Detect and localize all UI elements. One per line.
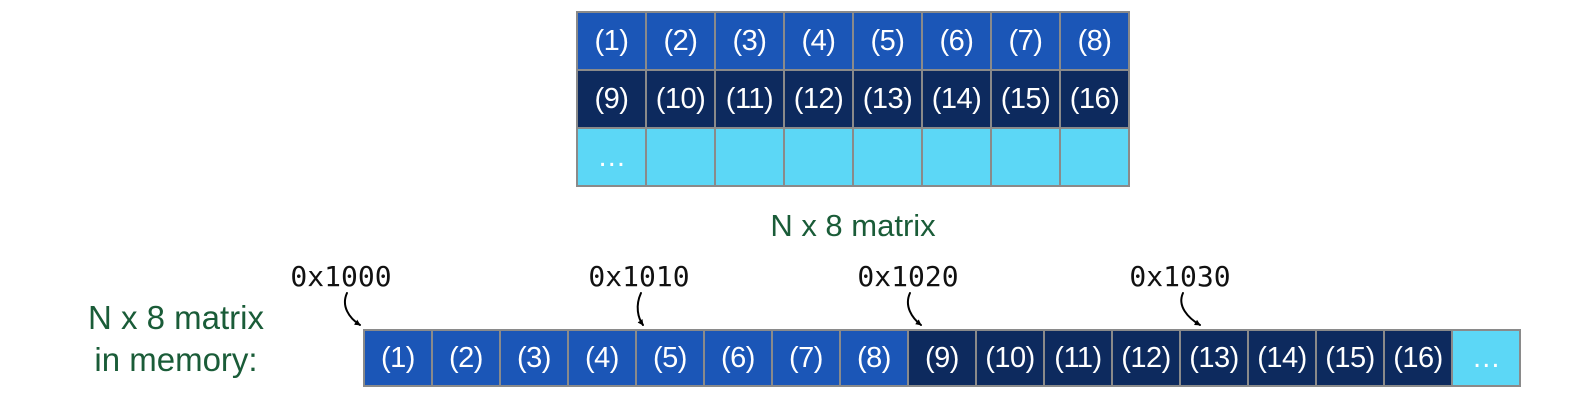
matrix-grid: (1)(2)(3)(4)(5)(6)(7)(8)(9)(10)(11)(12)(…: [576, 11, 1130, 187]
matrix-cell: …: [578, 129, 645, 185]
matrix-cell: [716, 129, 783, 185]
memory-cell: (3): [501, 331, 567, 385]
address-label: 0x1020: [857, 260, 959, 293]
address-label: 0x1030: [1129, 260, 1231, 293]
memory-cell: (1): [365, 331, 431, 385]
matrix-cell: (14): [923, 71, 990, 127]
memory-label-line2: in memory:: [94, 341, 258, 379]
matrix-cell: (16): [1061, 71, 1128, 127]
matrix-cell: [1061, 129, 1128, 185]
memory-label-line1: N x 8 matrix: [87, 299, 265, 336]
memory-cell: (7): [773, 331, 839, 385]
matrix-cell: (8): [1061, 13, 1128, 69]
memory-cell: (16): [1385, 331, 1451, 385]
matrix-cell: [992, 129, 1059, 185]
matrix-cell: (5): [854, 13, 921, 69]
matrix-cell: (9): [578, 71, 645, 127]
memory-cell: (15): [1317, 331, 1383, 385]
address-arrow: [636, 292, 644, 326]
memory-label: N x 8 matrix in memory:: [0, 297, 352, 381]
address-arrow: [1180, 292, 1201, 326]
matrix-cell: (11): [716, 71, 783, 127]
address-label: 0x1010: [588, 260, 690, 293]
memory-cell: (4): [569, 331, 635, 385]
matrix-cell: [854, 129, 921, 185]
memory-cell: (5): [637, 331, 703, 385]
memory-cell: (6): [705, 331, 771, 385]
memory-row: (1)(2)(3)(4)(5)(6)(7)(8)(9)(10)(11)(12)(…: [363, 329, 1521, 387]
matrix-cell: (2): [647, 13, 714, 69]
memory-cell: …: [1453, 331, 1519, 385]
matrix-cell: (10): [647, 71, 714, 127]
matrix-cell: (6): [923, 13, 990, 69]
matrix-cell: (7): [992, 13, 1059, 69]
matrix-cell: (4): [785, 13, 852, 69]
memory-cell: (2): [433, 331, 499, 385]
memory-cell: (9): [909, 331, 975, 385]
memory-cell: (12): [1113, 331, 1179, 385]
address-arrow: [906, 292, 922, 326]
matrix-cell: (13): [854, 71, 921, 127]
memory-cell: (8): [841, 331, 907, 385]
memory-cell: (11): [1045, 331, 1111, 385]
matrix-cell: (1): [578, 13, 645, 69]
matrix-cell: [785, 129, 852, 185]
memory-cell: (10): [977, 331, 1043, 385]
matrix-caption: N x 8 matrix: [770, 208, 936, 243]
matrix-cell: (3): [716, 13, 783, 69]
address-label: 0x1000: [290, 260, 392, 293]
matrix-cell: (15): [992, 71, 1059, 127]
matrix-cell: [923, 129, 990, 185]
memory-cell: (14): [1249, 331, 1315, 385]
matrix-cell: [647, 129, 714, 185]
matrix-cell: (12): [785, 71, 852, 127]
memory-cell: (13): [1181, 331, 1247, 385]
